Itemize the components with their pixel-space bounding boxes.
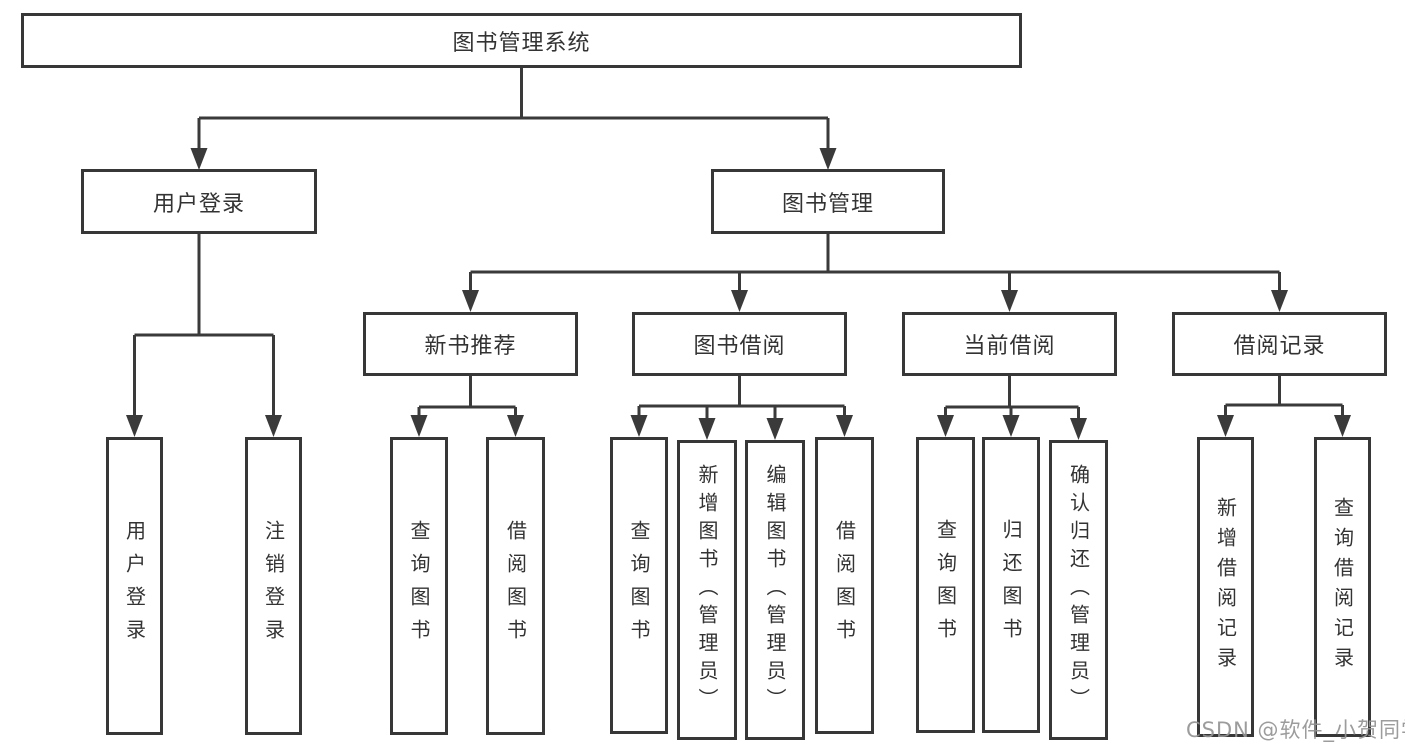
node-book-management: 图书管理 — [711, 169, 945, 234]
leaf-confirm-return-admin: 确认归还（管理员） — [1049, 440, 1108, 740]
node-new-book-recommend: 新书推荐 — [363, 312, 578, 376]
leaf-query-book-borrow: 查询图书 — [610, 437, 668, 734]
connector-new-book-to-leaves — [410, 376, 524, 437]
connector-book-management-to-level3 — [462, 234, 1288, 312]
connector-borrow-record-to-leaves — [1217, 376, 1351, 437]
node-current-borrow: 当前借阅 — [902, 312, 1117, 376]
node-root: 图书管理系统 — [21, 13, 1022, 68]
leaf-query-borrow-record: 查询借阅记录 — [1314, 437, 1371, 737]
node-book-borrow: 图书借阅 — [632, 312, 847, 376]
leaf-query-book-current: 查询图书 — [916, 437, 975, 733]
connector-root-to-level2 — [190, 68, 837, 170]
watermark: CSDN @软件_小贺同学 — [1186, 718, 1405, 742]
leaf-user-login: 用户登录 — [106, 437, 163, 735]
connector-user-login-to-leaves — [126, 234, 282, 437]
connector-book-borrow-to-leaves — [630, 376, 853, 440]
connector-current-borrow-to-leaves — [937, 376, 1087, 440]
leaf-edit-book-admin: 编辑图书（管理员） — [745, 440, 805, 740]
leaf-borrow-book: 借阅图书 — [815, 437, 874, 734]
leaf-borrow-book-recommend: 借阅图书 — [486, 437, 545, 735]
leaf-add-book-admin: 新增图书（管理员） — [677, 440, 737, 740]
node-borrow-record: 借阅记录 — [1172, 312, 1387, 376]
leaf-query-book-recommend: 查询图书 — [390, 437, 448, 735]
leaf-logout: 注销登录 — [245, 437, 302, 735]
leaf-add-borrow-record: 新增借阅记录 — [1197, 437, 1254, 737]
node-user-login: 用户登录 — [81, 169, 317, 234]
leaf-return-book: 归还图书 — [982, 437, 1040, 733]
